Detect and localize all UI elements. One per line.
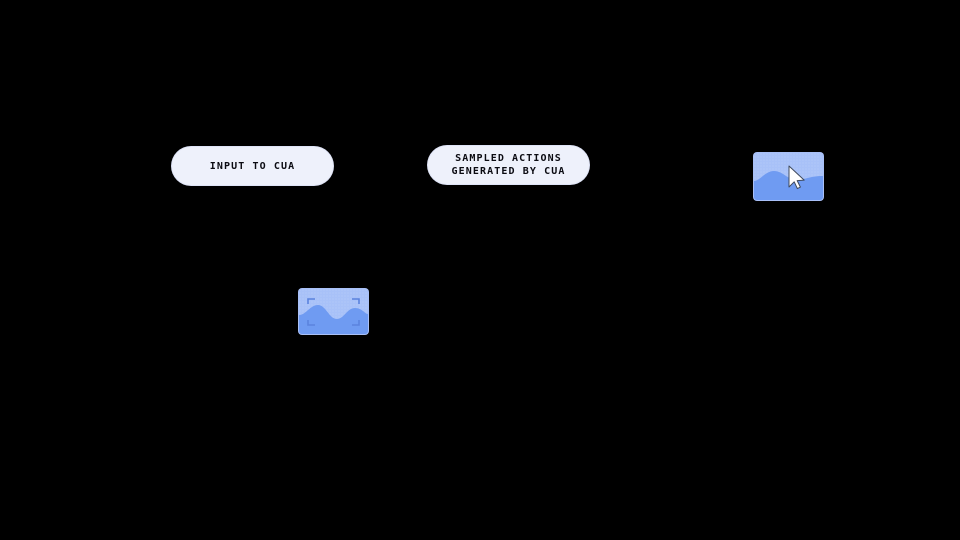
input-to-cua-pill[interactable]: INPUT TO CUA	[172, 147, 333, 185]
sampled-actions-pill[interactable]: SAMPLED ACTIONS GENERATED BY CUA	[428, 146, 589, 184]
mouse-cursor-icon	[788, 165, 805, 190]
image-landscape-icon	[299, 289, 368, 334]
image-landscape-icon	[754, 153, 823, 200]
thumbnail-wave	[299, 305, 368, 334]
observation-thumbnail[interactable]	[299, 289, 368, 334]
sampled-actions-label: SAMPLED ACTIONS GENERATED BY CUA	[451, 153, 566, 177]
action-thumbnail[interactable]	[754, 153, 823, 200]
focus-frame-brackets	[307, 298, 360, 326]
input-to-cua-label: INPUT TO CUA	[209, 160, 296, 172]
